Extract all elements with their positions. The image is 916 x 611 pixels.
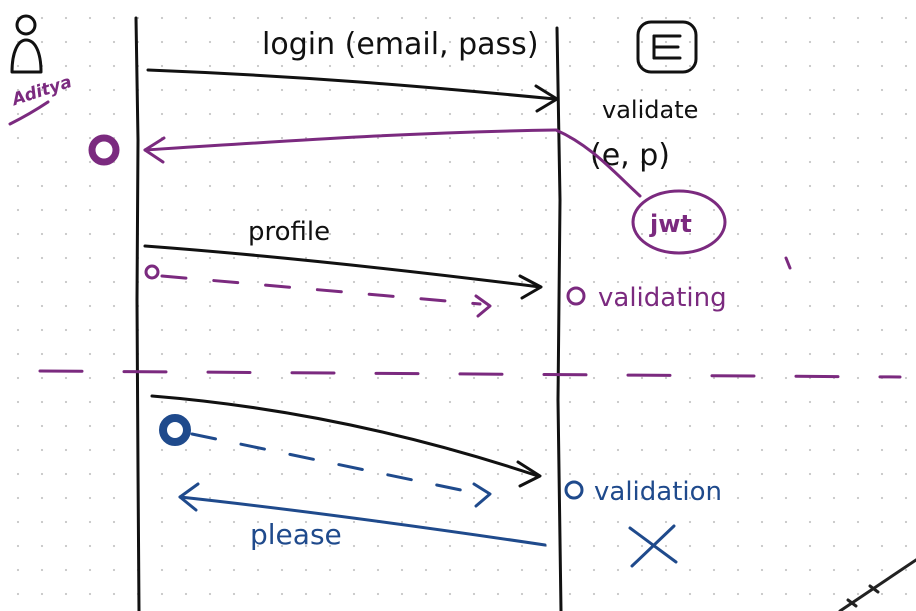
validating-note — [566, 256, 792, 306]
validate-label: validate — [602, 96, 698, 124]
server-icon — [636, 20, 698, 74]
validation-label: validation — [594, 477, 722, 507]
jwt-response-arrow — [143, 128, 642, 198]
login-message-label: login (email, pass) — [262, 27, 539, 62]
please-arrow — [178, 482, 547, 547]
user-label-underline — [8, 100, 50, 126]
jwt-received-dot — [88, 134, 120, 166]
validate-args-label: (e, p) — [590, 138, 670, 173]
rejected-cross-icon — [628, 524, 678, 568]
second-request-arrow — [150, 394, 542, 488]
client-lifeline — [134, 16, 141, 611]
server-lifeline — [555, 26, 563, 611]
profile-dashed-arrow — [144, 264, 492, 318]
pen-cursor-icon — [838, 558, 916, 611]
jwt-label: jwt — [649, 210, 692, 238]
profile-arrow — [143, 244, 543, 300]
jwt-bubble — [631, 189, 727, 255]
validating-label: validating — [598, 283, 727, 313]
section-separator — [38, 369, 902, 379]
person-icon — [10, 14, 43, 74]
validation-note — [564, 480, 584, 500]
login-arrow — [146, 68, 559, 113]
second-request-dashed-arrow — [159, 414, 492, 508]
please-label: please — [250, 518, 342, 551]
profile-message-label: profile — [248, 217, 330, 247]
